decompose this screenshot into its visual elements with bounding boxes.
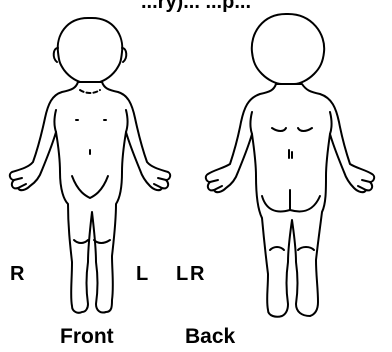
back-right-label: R xyxy=(190,264,204,284)
front-right-label: R xyxy=(10,264,24,284)
back-head xyxy=(252,14,324,84)
front-left-label: L xyxy=(136,264,148,284)
back-left-label: L xyxy=(176,264,188,284)
back-view-label: Back xyxy=(185,326,235,347)
front-view-label: Front xyxy=(60,326,114,347)
back-body-outline xyxy=(206,14,374,317)
front-head xyxy=(58,18,123,83)
